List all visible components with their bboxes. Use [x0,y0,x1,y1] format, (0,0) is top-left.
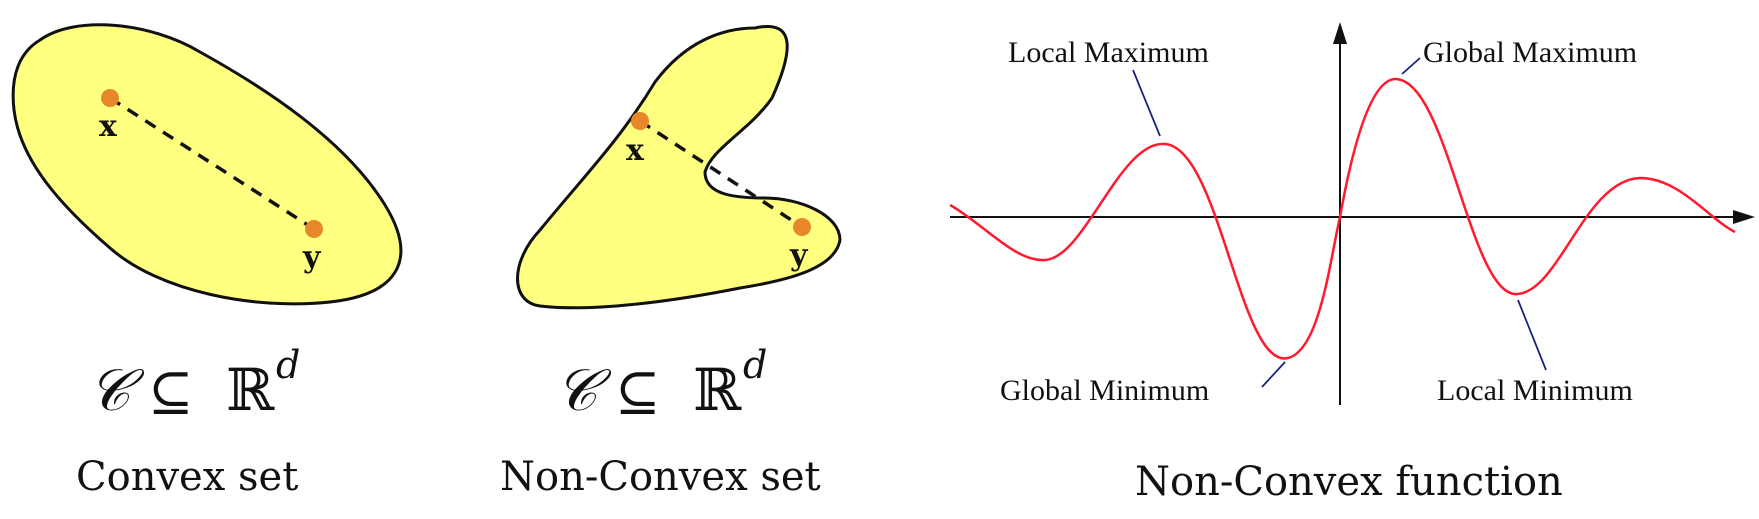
nonconvex-point-y [793,218,811,236]
nonconvex-label-y: y [789,238,809,273]
function-curve [949,77,1736,360]
nonconvex-segment [639,119,803,229]
convex-math-exponent: d [276,343,300,387]
nonconvex-math-exponent: d [743,343,767,387]
convex-caption: Convex set [76,454,298,500]
label-local-maximum: Local Maximum [1008,36,1209,69]
convex-set-shape [11,23,403,306]
convex-math-expression: 𝒞 ⊆ ℝ d [88,343,300,424]
nonconvex-set-shape [516,25,842,310]
label-global-minimum: Global Minimum [1000,374,1209,407]
convex-point-y [305,220,323,238]
nonconvex-set-panel: x y 𝒞 ⊆ ℝ d Non-Convex set [500,25,842,500]
label-global-maximum: Global Maximum [1423,36,1637,69]
leader-local-max [1132,69,1161,137]
convex-math-relation: ⊆ [148,360,193,423]
convex-math-space: ℝ [226,356,275,424]
nonconvex-math-space: ℝ [693,356,742,424]
leader-global-min [1261,361,1286,388]
x-axis-arrow-icon [1733,210,1755,224]
convex-math-set: 𝒞 [88,356,145,424]
convex-point-x [101,89,119,107]
nonconvex-label-x: x [626,133,645,168]
nonconvex-math-relation: ⊆ [615,360,660,423]
label-local-minimum: Local Minimum [1437,374,1633,407]
function-panel: Local Maximum Global Maximum Global Mini… [949,22,1755,505]
nonconvex-math-set: 𝒞 [555,356,612,424]
y-axis-arrow-icon [1333,22,1347,44]
convex-set-panel: x y 𝒞 ⊆ ℝ d Convex set [11,23,403,500]
nonconvex-math-expression: 𝒞 ⊆ ℝ d [555,343,767,424]
convex-label-x: x [99,109,118,144]
nonconvex-point-x [631,112,649,130]
nonconvex-caption: Non-Convex set [500,454,821,500]
convex-label-y: y [302,240,322,275]
function-caption: Non-Convex function [1135,459,1563,505]
leader-local-min [1517,299,1547,371]
leader-global-max [1401,57,1421,75]
